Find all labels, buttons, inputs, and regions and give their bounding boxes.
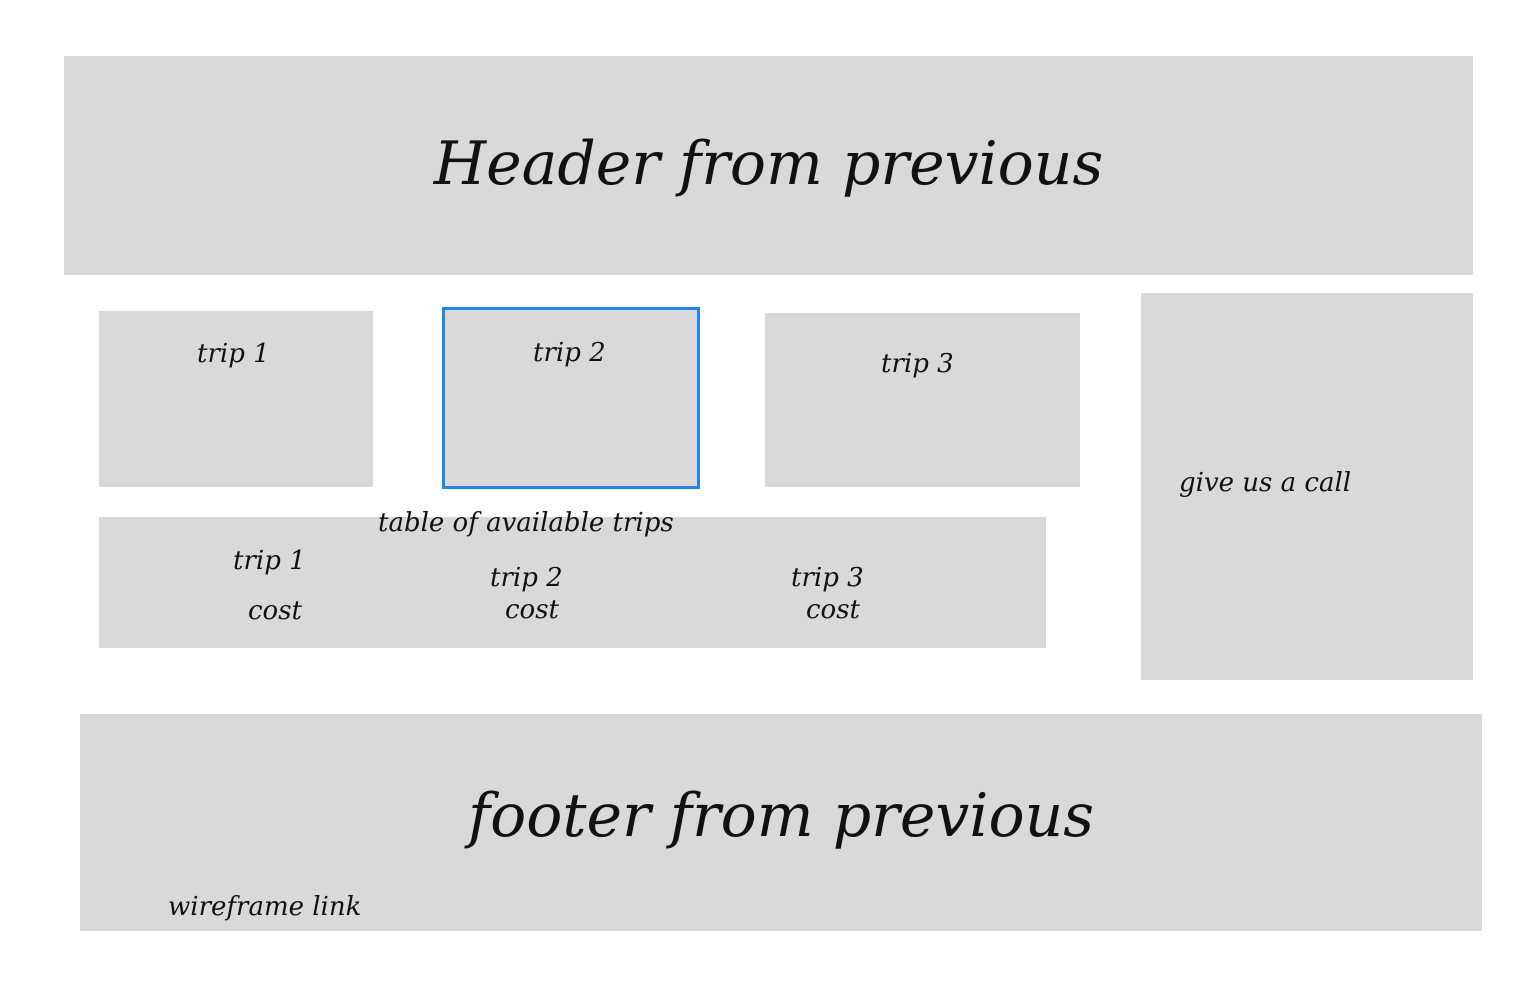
call-text: give us a call <box>1179 468 1352 498</box>
trip-card-label: trip 1 <box>197 339 270 369</box>
trips-table: trip 1 cost trip 2 cost trip 3 cost <box>99 517 1046 648</box>
table-cell-trip-cost: cost <box>806 595 861 625</box>
trip-card-1[interactable]: trip 1 <box>99 311 373 487</box>
trip-card-label: trip 3 <box>881 349 954 379</box>
wireframe-link[interactable]: wireframe link <box>168 892 362 922</box>
footer-placeholder: footer from previous wireframe link <box>80 714 1482 931</box>
table-cell-trip-name: trip 1 <box>233 546 306 576</box>
footer-text: footer from previous <box>467 781 1095 851</box>
trip-card-label: trip 2 <box>533 338 606 368</box>
header-placeholder: Header from previous <box>64 56 1473 275</box>
table-cell-trip-cost: cost <box>505 595 560 625</box>
trip-card-3[interactable]: trip 3 <box>765 313 1080 487</box>
table-cell-trip-name: trip 2 <box>490 563 563 593</box>
header-text: Header from previous <box>433 129 1104 199</box>
call-sidebar[interactable]: give us a call <box>1141 293 1473 680</box>
table-cell-trip-name: trip 3 <box>791 563 864 593</box>
table-cell-trip-cost: cost <box>248 596 303 626</box>
trip-card-2[interactable]: trip 2 <box>442 307 700 489</box>
table-caption: table of available trips <box>378 508 674 538</box>
